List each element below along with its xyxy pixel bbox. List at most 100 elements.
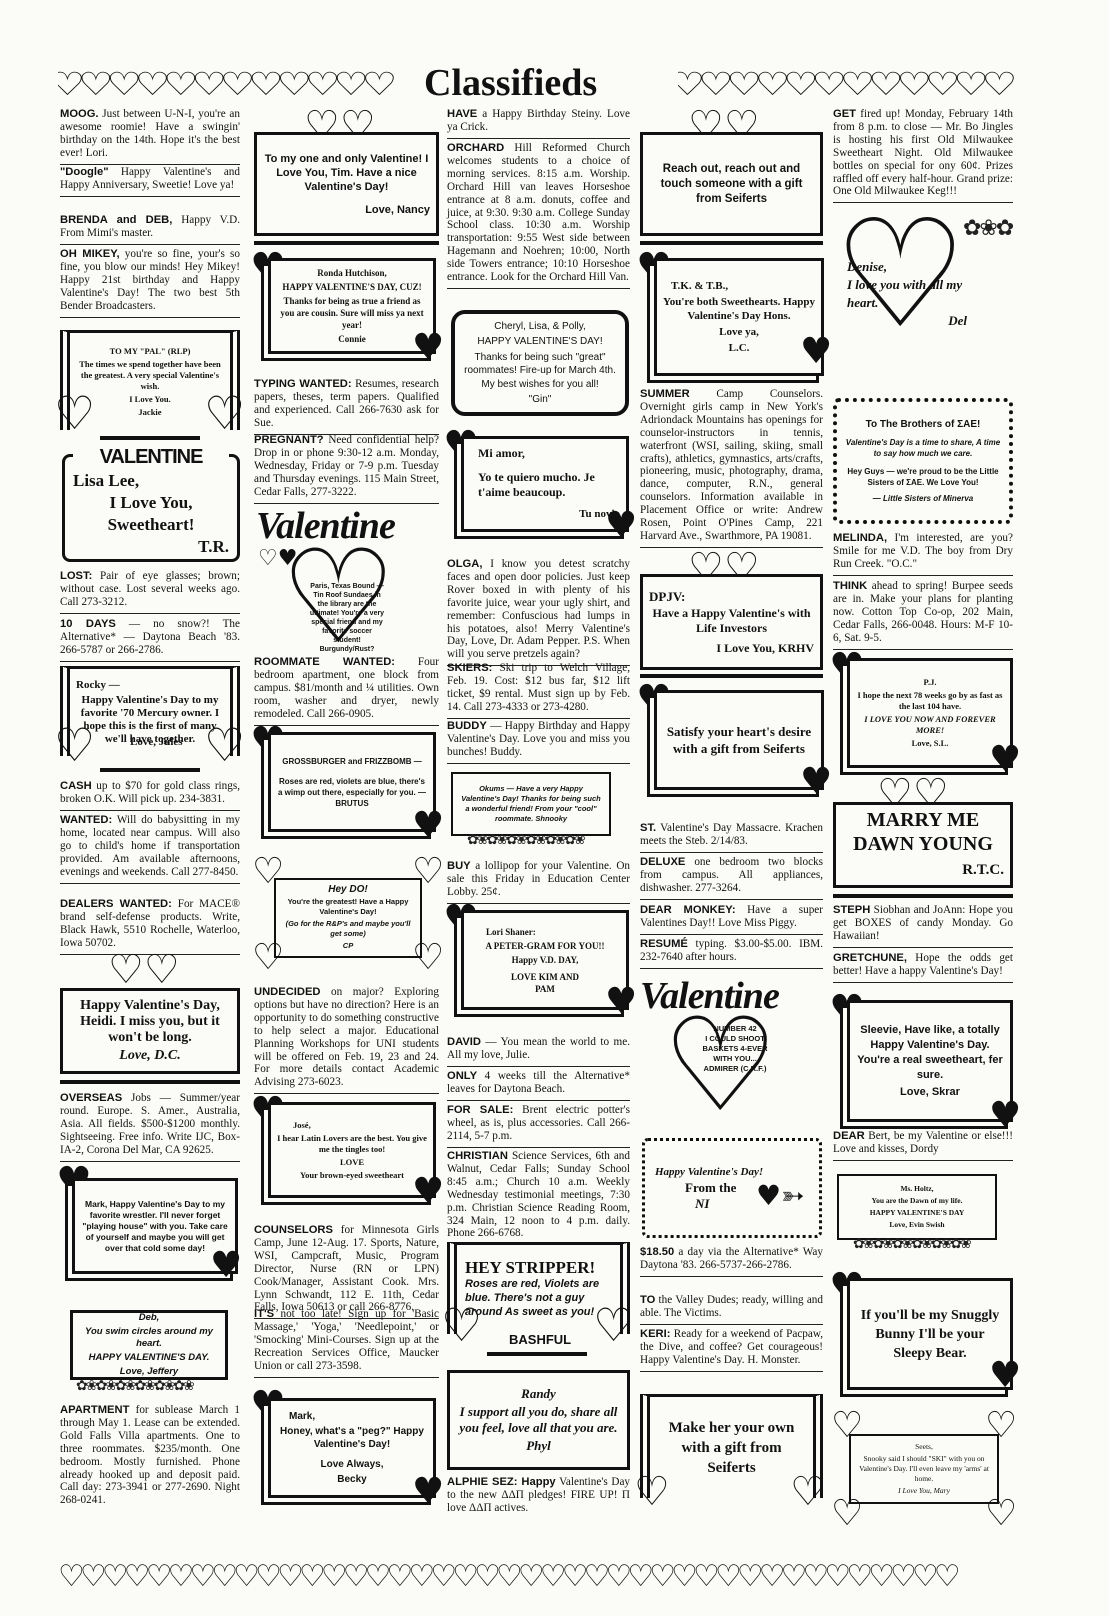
ad-stripper: HEY STRIPPER! Roses are red, Violets are…: [447, 1242, 630, 1334]
classified-lost: LOST: Pair of eye glasses; brown; withou…: [60, 570, 240, 614]
ad-grossburger: GROSSBURGER and FRIZZBOMB — Roses are re…: [268, 732, 436, 832]
ad-jose: José, I hear Latin Lovers are the best. …: [268, 1102, 436, 1198]
large-heart-icon: ♡: [280, 521, 397, 673]
heart-icon: ♡: [441, 1298, 483, 1352]
heart-icon: ♥: [412, 327, 445, 368]
heart-icon: ♡: [985, 1493, 1018, 1534]
ad-amor: Mi amor, Yo te quiero mucho. Je t'aime b…: [461, 436, 629, 532]
classified-doogle: "Doogle" Happy Valentine's and Happy Ann…: [60, 166, 240, 197]
ad-pj: P.J. I hope the next 78 weeks go by as f…: [847, 658, 1013, 768]
heart-icon: ♡: [204, 718, 246, 772]
divider: [60, 1080, 240, 1084]
classified-deluxe: DELUXE one bedroom two blocks from campu…: [640, 856, 823, 900]
ad-satisfy: Satisfy your heart's desire with a gift …: [654, 690, 824, 790]
ad-reach: Reach out, reach out and touch someone w…: [640, 132, 823, 236]
large-heart-icon: ♡: [833, 188, 968, 362]
heart-icon: ♥: [605, 505, 638, 546]
classified-only: ONLY 4 weeks till the Alternative* leave…: [447, 1070, 630, 1101]
classified-counselors: COUNSELORS for Minnesota Girls Camp, Jun…: [254, 1224, 439, 1320]
flower-border-icon: ✿❀✿❀✿❀✿❀✿❀✿❀: [467, 832, 586, 848]
ad-pal: TO MY "PAL" (RLP) The times we spend tog…: [60, 330, 240, 430]
classified-buddy: BUDDY — Happy Birthday and Happy Valenti…: [447, 720, 630, 764]
page-title: Classifieds: [424, 62, 598, 104]
double-heart-icon: ♡♡: [108, 947, 180, 993]
classified-wanted: WANTED: Will do babysitting in my home, …: [60, 814, 240, 884]
ad-ni: Happy Valentine's Day! From the NI: [642, 1138, 822, 1238]
heart-icon: ♡: [790, 1469, 826, 1515]
classified-get: GET fired up! Monday, February 14th from…: [833, 108, 1013, 204]
classified-dear: DEAR Bert, be my Valentine or else!!! Lo…: [833, 1130, 1013, 1161]
ad-denise: Denise, I love you with all my heart. De…: [847, 259, 967, 328]
classified-david: DAVID — You mean the world to me. All my…: [447, 1036, 630, 1067]
ad-okums: Okums — Have a very Happy Valentine's Da…: [451, 772, 611, 836]
divider: [100, 436, 200, 440]
heart-icon: ♡: [54, 718, 96, 772]
classified-its: IT'S not too late! Sign up for 'Basic Ma…: [254, 1308, 439, 1378]
heart-icon: ♥: [605, 981, 638, 1022]
small-hearts-icon: ♡♥: [258, 546, 298, 571]
classified-buy: BUY a lollipop for your Valentine. On sa…: [447, 860, 630, 904]
ad-marry: MARRY ME DAWN YOUNG R.T.C.: [833, 802, 1013, 888]
classified-tendays: 10 DAYS — no snow?! The Alternative* — D…: [60, 618, 240, 662]
flower-border-icon: ✿❀✿❀✿❀✿❀✿❀✿❀: [853, 1236, 972, 1252]
heart-icon: ♡: [634, 1469, 670, 1515]
ad-makeher: Make her your own with a gift from Seife…: [640, 1394, 823, 1498]
classified-undecided: UNDECIDED on major? Exploring options bu…: [254, 986, 439, 1095]
classified-brenda: BRENDA and DEB, Happy V.D. From Mimi's m…: [60, 214, 240, 245]
ad-lisa: VALENTINE Lisa Lee, I Love You, Sweethea…: [62, 446, 240, 562]
classified-cash: CASH up to $70 for gold class rings, bro…: [60, 780, 240, 811]
classified-moog: MOOG. Just between U-N-I, you're an awes…: [60, 108, 240, 165]
classified-roommate: ROOMMATE WANTED: Four bedroom apartment,…: [254, 656, 439, 726]
heart-icon: ♥: [210, 1245, 243, 1286]
ad-seets: Seets, Snooky said I should "SKI" with y…: [849, 1434, 999, 1504]
classified-have: HAVE a Happy Birthday Steiny. Love ya Cr…: [447, 108, 630, 139]
classified-dealers: DEALERS WANTED: For MACE® brand self-def…: [60, 898, 240, 955]
divider: [100, 768, 200, 772]
ad-ronda: Ronda Hutchison, HAPPY VALENTINE'S DAY, …: [268, 258, 436, 354]
flower-border-icon: ✿❀✿❀✿❀✿❀✿❀✿❀: [76, 1378, 195, 1394]
classified-keri: KERI: Ready for a weekend of Pacpaw, the…: [640, 1328, 823, 1372]
valentine-logo: Valentine: [640, 975, 780, 1017]
stripper-signature: BASHFUL: [509, 1332, 572, 1347]
classified-think: THINK ahead to spring! Burpee seeds are …: [833, 580, 1013, 650]
ad-mark-wrestler: Mark, Happy Valentine's Day to my favori…: [72, 1178, 238, 1274]
classified-st: ST. Valentine's Day Massacre. Krachen me…: [640, 822, 823, 853]
ad-sae: To The Brothers of ΣAE! Valentine's Day …: [833, 398, 1013, 524]
divider: [487, 1352, 587, 1356]
ad-bunny: If you'll be my Snuggly Bunny I'll be yo…: [847, 1278, 1013, 1390]
ad-deb: Deb, You swim circles around my heart. H…: [70, 1310, 228, 1380]
ad-cheryl: Cheryl, Lisa, & Polly, HAPPY VALENTINE'S…: [451, 310, 629, 416]
ad-paris: Paris, Texas Bound — Tin Roof Sundaes in…: [309, 583, 385, 653]
heart-icon: ♡: [593, 1298, 635, 1352]
classified-pregnant: PREGNANT? Need confidential help? Drop i…: [254, 434, 439, 504]
ad-randy: Randy I support all you do, share all yo…: [447, 1370, 630, 1470]
heart-icon: ♥: [989, 1095, 1022, 1136]
classified-christian: CHRISTIAN Science Services, 6th and Waln…: [447, 1150, 630, 1246]
classified-skiers: SKIERS: Ski trip to Welch Village, Feb. …: [447, 662, 630, 719]
ad-holtz: Ms. Holtz, You are the Dawn of my life. …: [837, 1174, 997, 1240]
ad-rocky: Rocky — Happy Valentine's Day to my favo…: [60, 666, 240, 756]
divider: [640, 241, 823, 245]
ad-heydo: Hey DO! You're the greatest! Have a Happ…: [274, 878, 422, 958]
heart-border-right-icon: ♡♡♡♡♡♡♡♡♡♡♡♡♡: [678, 68, 1017, 100]
heart-icon: ♥: [800, 331, 833, 372]
heart-icon: ♥: [989, 739, 1022, 780]
ad-heidi: Happy Valentine's Day, Heidi. I miss you…: [60, 988, 240, 1074]
heart-icon: ♡: [252, 937, 285, 978]
classified-steph: STEPH Siobhan and JoAnn: Hope you get BO…: [833, 904, 1013, 948]
classified-gretchune: GRETCHUNE, Hope the odds get better! Hav…: [833, 952, 1013, 983]
flower-bouquet-icon: ✿❀✿❀✿❀✿: [963, 218, 1013, 240]
classified-summer: SUMMER Camp Counselors. Overnight girls …: [640, 388, 823, 548]
heart-icon: ♥: [989, 1355, 1022, 1396]
heart-icon: ♥: [412, 1471, 445, 1512]
ad-tktb: T.K. & T.B., You're both Sweethearts. Ha…: [654, 258, 824, 376]
classified-resume: RESUMÉ typing. $3.00-$5.00. IBM. 232-764…: [640, 938, 823, 969]
ad-lori: Lori Shaner: A PETER-GRAM FOR YOU!! Happ…: [461, 910, 629, 1010]
valentine-logo: Valentine: [256, 505, 396, 547]
heart-border-footer-icon: ♡♡♡♡♡♡♡♡♡♡♡♡♡♡♡♡♡♡♡♡♡♡♡♡♡♡♡♡♡♡♡♡♡♡♡♡♡♡♡♡…: [58, 1560, 961, 1594]
classified-monkey: DEAR MONKEY: Have a super Valentines Day…: [640, 904, 823, 935]
heart-icon: ♥: [412, 805, 445, 846]
ad-tim: To my one and only Valentine! I Love You…: [254, 132, 439, 236]
cupid-icon: ♥➳: [756, 1179, 805, 1212]
classified-mikey: OH MIKEY, you're so fine, your's so fine…: [60, 248, 240, 318]
